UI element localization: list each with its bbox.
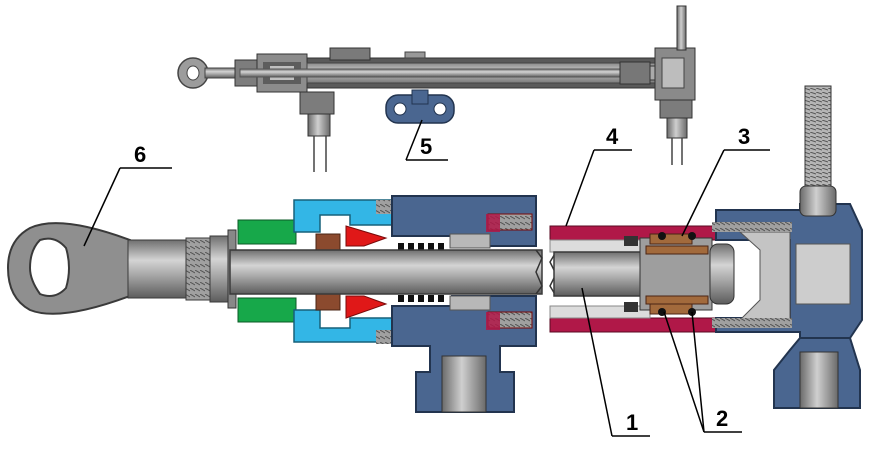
red-seal-bottom — [345, 295, 388, 319]
port-fitting-left — [441, 355, 487, 413]
cyan-cap-bottom — [293, 309, 393, 343]
piston — [624, 232, 735, 316]
red-seal-top — [345, 225, 388, 247]
overview-assembly — [177, 5, 696, 172]
callout-3: 3 — [738, 124, 750, 149]
cutaway-assembly — [6, 85, 863, 413]
piston-rod-right — [553, 251, 655, 297]
piston-rod-left — [229, 249, 543, 295]
rod-eye — [6, 222, 237, 315]
mounting-bracket — [385, 89, 455, 124]
leader-lines — [83, 119, 770, 437]
callout-1: 1 — [626, 410, 638, 435]
threaded-stud — [804, 85, 832, 199]
green-nut-bottom — [237, 297, 297, 323]
brown-washer-bottom — [315, 293, 341, 311]
spring — [392, 240, 450, 304]
brown-washer-top — [315, 233, 341, 251]
callout-5: 5 — [420, 134, 432, 159]
port-fitting-right — [799, 351, 839, 409]
callout-2: 2 — [716, 406, 728, 431]
callout-4: 4 — [606, 124, 619, 149]
callout-6: 6 — [134, 142, 146, 167]
green-nut-top — [237, 219, 297, 245]
